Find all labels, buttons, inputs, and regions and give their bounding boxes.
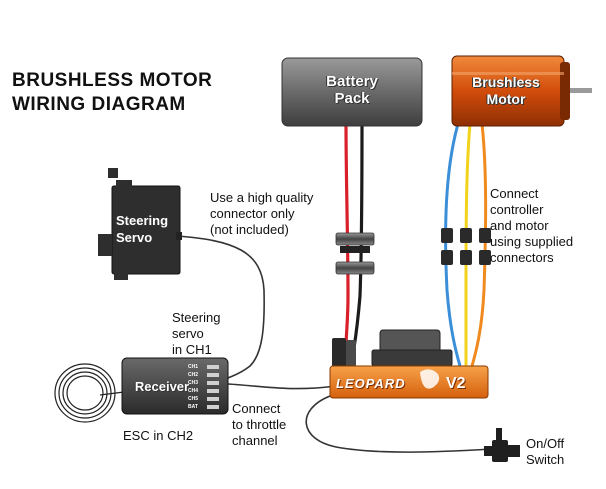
esc [329, 329, 489, 399]
steering-servo [98, 168, 182, 280]
steering-channel-note: Steering servo in CH1 [172, 310, 221, 357]
esc-channel-note: ESC in CH2 [123, 428, 194, 443]
brushless-motor-label: Brushless Motor [472, 74, 540, 107]
battery-pack [281, 57, 423, 127]
antenna-coil [54, 363, 125, 423]
receiver-channel-pins [207, 365, 219, 409]
esc-receiver-cable [227, 383, 337, 390]
receiver-channel-ch3: CH3 [188, 380, 199, 386]
battery-connector [335, 232, 375, 275]
receiver-channel-ch2: CH2 [188, 372, 199, 378]
diagram-title-line1: BRUSHLESS MOTOR [12, 70, 213, 91]
throttle-channel-note: Connect to throttle channel [232, 401, 287, 448]
receiver-channel-ch1: CH1 [188, 364, 199, 370]
diagram-title-line2: WIRING DIAGRAM [12, 94, 186, 115]
on-off-switch-label: On/Off Switch [526, 436, 565, 467]
on-off-switch[interactable] [484, 428, 520, 462]
receiver-label: Receiver [134, 379, 190, 394]
steering-servo-label: Steering Servo [116, 213, 169, 245]
receiver-channel-ch5: CH5 [188, 396, 199, 402]
battery-pack-label: Battery Pack [326, 73, 378, 107]
connector-note: Use a high quality connector only (not i… [210, 190, 314, 237]
motor-connect-note: Connect controller and motor using suppl… [490, 186, 574, 265]
esc-version-label: V2 [446, 375, 466, 392]
servo-cable [175, 235, 265, 379]
switch-cable [305, 395, 493, 453]
esc-brand-label: LEOPARD [336, 376, 406, 391]
motor-connectors [441, 228, 491, 265]
receiver-channel-ch4: CH4 [188, 388, 199, 394]
receiver-channel-bat: BAT [188, 404, 198, 410]
receiver [121, 357, 229, 415]
motor-wires [444, 123, 488, 367]
brushless-motor [451, 55, 592, 127]
